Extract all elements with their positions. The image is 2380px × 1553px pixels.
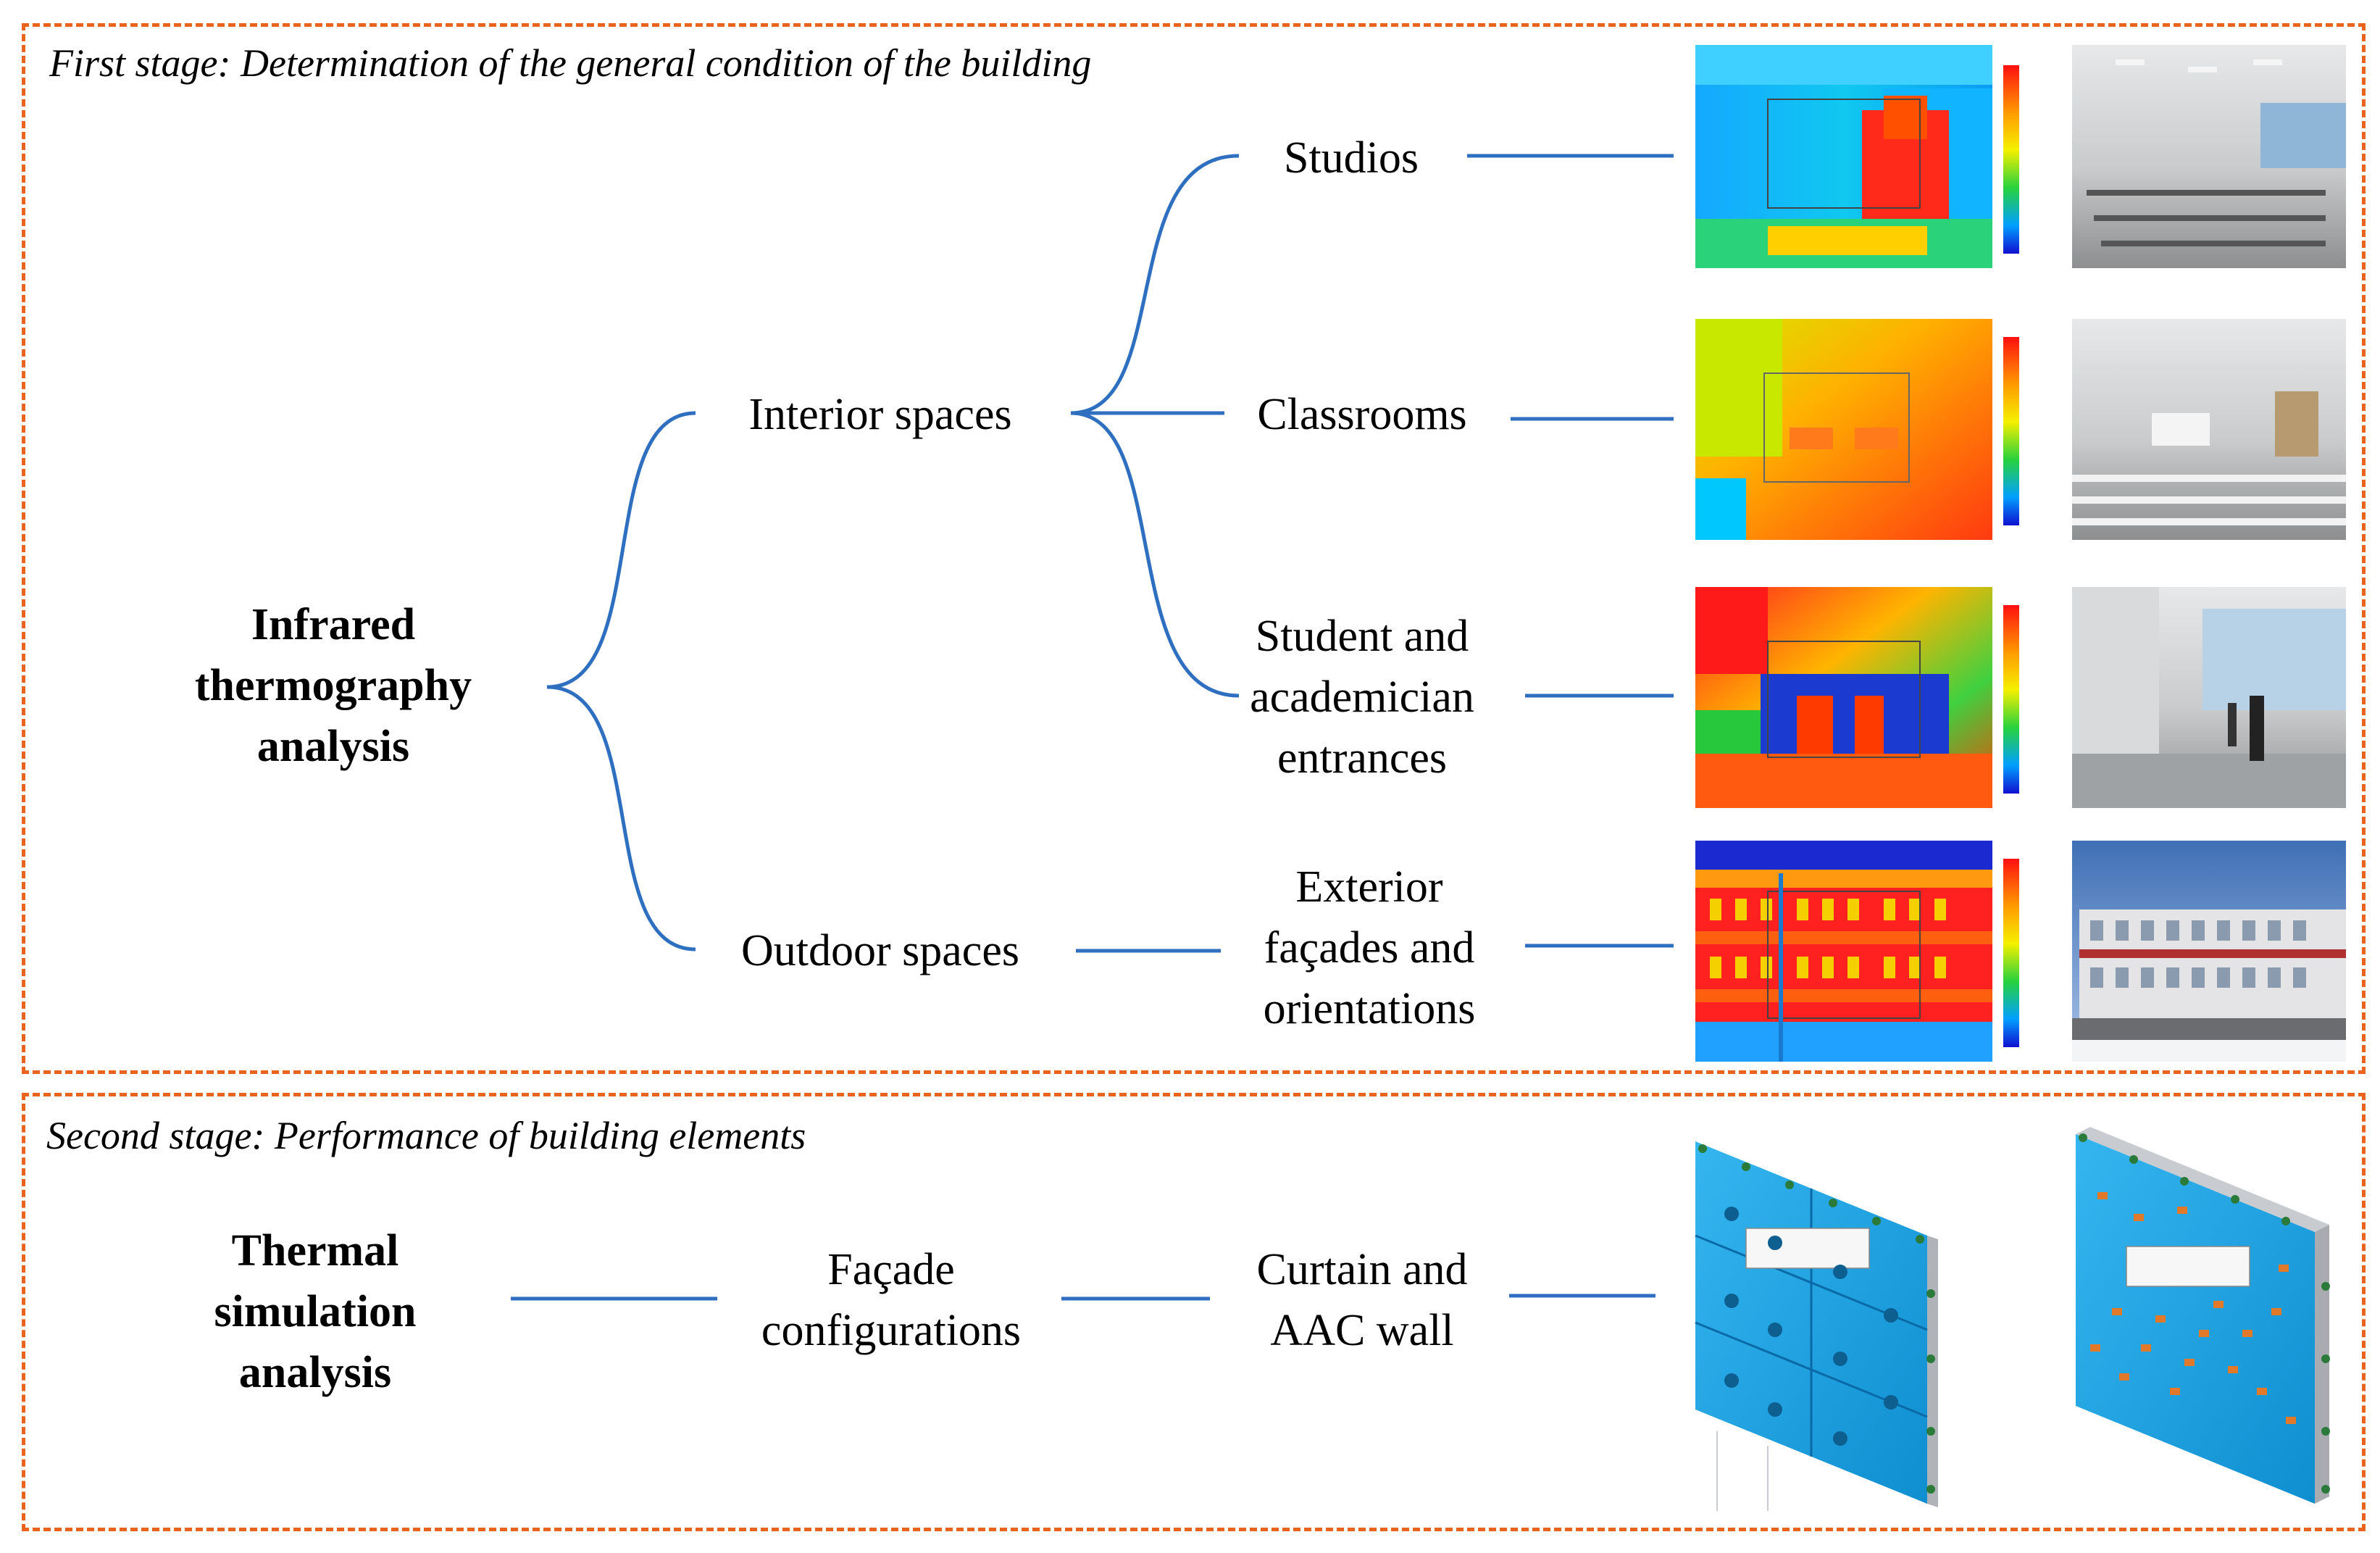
classrooms-thermal-image bbox=[1695, 319, 1992, 540]
first-stage-title: First stage: Determination of the genera… bbox=[49, 41, 1092, 85]
connector-root-outdoor bbox=[546, 685, 696, 952]
studios-node: Studios bbox=[1283, 133, 1419, 183]
studios-scale-bar bbox=[2003, 65, 2019, 254]
first-stage-box bbox=[22, 23, 2366, 1074]
entrances-thermal-image bbox=[1695, 587, 1992, 808]
second-stage-box bbox=[22, 1093, 2366, 1531]
connector-interior-studios bbox=[1070, 154, 1240, 415]
interior-spaces-node: Interior spaces bbox=[748, 390, 1012, 439]
facades-photo bbox=[2072, 841, 2346, 1062]
infrared-thermography-node: Infrared thermography analysis bbox=[194, 600, 472, 771]
studios-thermal-image bbox=[1695, 45, 1992, 268]
connector-interior-entrances bbox=[1070, 411, 1240, 698]
facades-node: Exterior façades and orientations bbox=[1263, 862, 1476, 1033]
classrooms-node: Classrooms bbox=[1257, 390, 1467, 439]
facades-scale-bar bbox=[2003, 859, 2019, 1047]
facade-configurations-node: Façade configurations bbox=[761, 1245, 1022, 1355]
aac-wall-simulation-image bbox=[2068, 1127, 2351, 1511]
second-stage-title: Second stage: Performance of building el… bbox=[46, 1114, 806, 1157]
classrooms-scale-bar bbox=[2003, 337, 2019, 525]
entrances-node: Student and academician entrances bbox=[1250, 612, 1474, 783]
facades-thermal-image bbox=[1695, 841, 1992, 1062]
entrances-scale-bar bbox=[2003, 605, 2019, 794]
outdoor-spaces-node: Outdoor spaces bbox=[741, 926, 1019, 975]
classrooms-photo bbox=[2072, 319, 2346, 540]
thermal-simulation-node: Thermal simulation analysis bbox=[214, 1226, 417, 1397]
curtain-aac-wall-node: Curtain and AAC wall bbox=[1256, 1245, 1468, 1355]
curtain-wall-simulation-image bbox=[1688, 1127, 1978, 1511]
entrances-photo bbox=[2072, 587, 2346, 808]
connector-root-interior bbox=[546, 411, 696, 689]
studios-photo bbox=[2072, 45, 2346, 268]
